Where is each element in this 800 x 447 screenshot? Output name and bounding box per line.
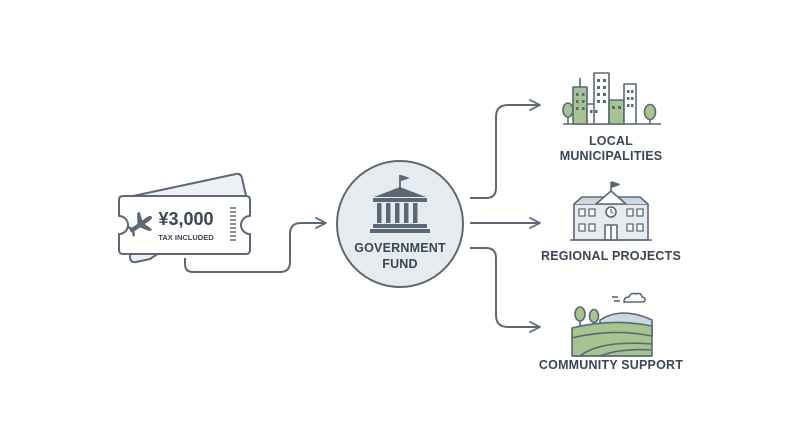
barcode [230, 207, 236, 241]
arrow-fund-to-community [470, 247, 541, 333]
fund-label-line1: GOVERNMENT [354, 241, 446, 255]
cloud-icon [623, 292, 646, 303]
arrow-ticket-to-fund [184, 217, 327, 273]
regional-projects-label: REGIONAL PROJECTS [541, 249, 681, 263]
arrow-fund-to-municipalities [470, 99, 541, 199]
fund-label-line2: FUND [382, 257, 418, 271]
community-support-label: COMMUNITY SUPPORT [539, 358, 683, 372]
government-fund-node: GOVERNMENT FUND [336, 160, 464, 288]
ticket-tax-note: TAX INCLUDED [158, 233, 214, 242]
school-building-icon [570, 181, 652, 241]
ticket-price: ¥3,000 [158, 209, 213, 229]
government-building-icon [370, 175, 430, 233]
municipalities-label-line1: LOCAL [589, 134, 633, 148]
municipalities-label-line2: MUNICIPALITIES [560, 149, 663, 163]
rural-landscape-icon [571, 292, 653, 357]
airplane-icon [126, 211, 153, 237]
city-skyline-icon [562, 72, 661, 125]
ticket-icon: ¥3,000 TAX INCLUDED [118, 172, 251, 264]
